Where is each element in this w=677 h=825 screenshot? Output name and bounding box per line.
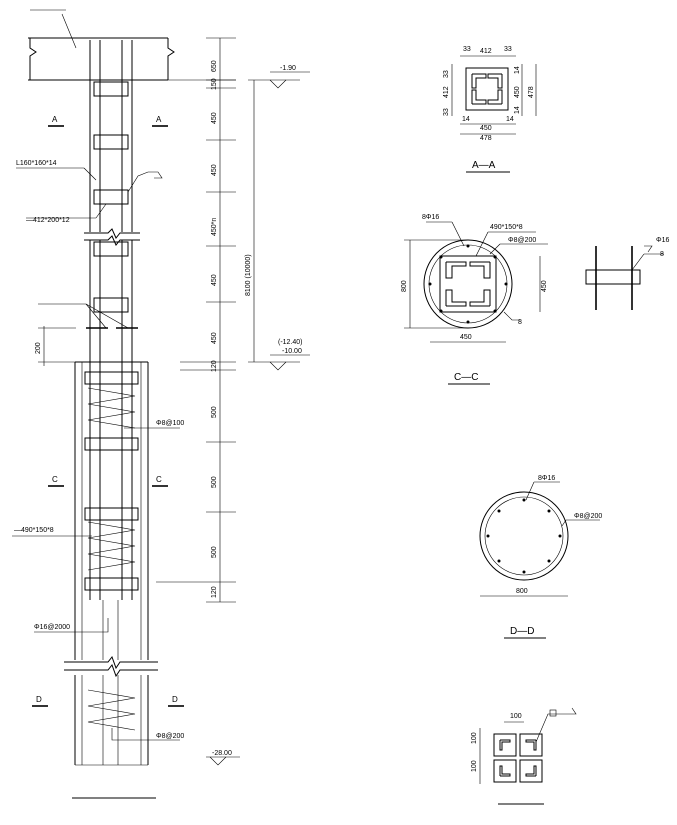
section-mark-d-right: D bbox=[172, 695, 178, 704]
elevation-view: A A C C D D L160*160*14 —412*200*12 bbox=[12, 9, 310, 799]
band-label: —490*150*8 bbox=[14, 527, 54, 534]
dim-120-b: 120 bbox=[211, 586, 218, 598]
dim-120-a: 120 bbox=[211, 360, 218, 372]
cc-dim-450v: 450 bbox=[541, 280, 548, 292]
dim-450n: 450*n bbox=[211, 218, 218, 236]
cc-title: C—C bbox=[454, 372, 478, 383]
dim-200: 200 bbox=[35, 342, 42, 354]
dim-150: 150 bbox=[211, 78, 218, 90]
dim-500-b: 500 bbox=[211, 476, 218, 488]
section-mark-c-right: C bbox=[156, 475, 162, 484]
aa-dim-left-33b: 33 bbox=[443, 108, 450, 116]
cc-spiral-label: Φ8@200 bbox=[508, 237, 536, 244]
dim-overall: 8100 (10000) bbox=[245, 254, 252, 296]
side-detail: Φ16 8 bbox=[585, 237, 669, 310]
cc-dim-800: 800 bbox=[401, 280, 408, 292]
cc-weld: 8 bbox=[518, 319, 522, 326]
dd-dim-800: 800 bbox=[516, 588, 528, 595]
callouts: L160*160*14 —412*200*12 Φ8@100 —490*150*… bbox=[12, 160, 184, 741]
section-aa: 33 412 33 33 412 33 14 450 14 478 14 450… bbox=[443, 46, 537, 173]
aa-title: A—A bbox=[472, 160, 496, 171]
cc-dim-450h: 450 bbox=[460, 334, 472, 341]
dim-450-b: 450 bbox=[211, 164, 218, 176]
level-bottom: -28.00 bbox=[212, 750, 232, 757]
section-mark-a-right: A bbox=[156, 115, 162, 124]
level-top: -1.90 bbox=[280, 65, 296, 72]
aa-dim-bot-478: 478 bbox=[480, 135, 492, 142]
dim-650: 650 bbox=[211, 60, 218, 72]
aa-dim-right-14b: 14 bbox=[514, 106, 521, 114]
aa-dim-top-33a: 33 bbox=[463, 46, 471, 53]
detail-dim-100b: 100 bbox=[471, 732, 478, 744]
level-mid: -10.00 bbox=[282, 348, 302, 355]
bar-label: Φ16@2000 bbox=[34, 624, 70, 631]
dd-title: D—D bbox=[510, 626, 534, 637]
plate-label: —412*200*12 bbox=[26, 217, 70, 224]
section-mark-c-left: C bbox=[52, 475, 58, 484]
side-bar-label: Φ16 bbox=[656, 237, 669, 244]
dd-spiral-label: Φ8@200 bbox=[574, 513, 602, 520]
section-dd: 8Φ16 Φ8@200 800 D—D bbox=[479, 475, 602, 639]
dim-450-d: 450 bbox=[211, 274, 218, 286]
dim-500-a: 500 bbox=[211, 406, 218, 418]
section-cc: 8Φ16 490*150*8 Φ8@200 8 800 450 450 C—C bbox=[401, 214, 548, 385]
dimension-chain: 650 150 450 450 450*n 450 450 120 500 50… bbox=[35, 37, 300, 603]
detail-dim-100a: 100 bbox=[510, 713, 522, 720]
dim-500-c: 500 bbox=[211, 546, 218, 558]
aa-dim-right-478: 478 bbox=[528, 86, 535, 98]
cc-bars-label: 8Φ16 bbox=[422, 214, 439, 221]
aa-dim-top-412: 412 bbox=[480, 48, 492, 55]
steel-column bbox=[84, 40, 140, 600]
section-marks: A A C C D D bbox=[32, 115, 184, 707]
aa-dim-left-33a: 33 bbox=[443, 70, 450, 78]
section-mark-d-left: D bbox=[36, 695, 42, 704]
spiral1-label: Φ8@100 bbox=[156, 420, 184, 427]
top-slab bbox=[28, 9, 236, 81]
level-markers: -1.90 (-12.40) -10.00 -28.00 bbox=[206, 65, 310, 766]
aa-dim-right-14a: 14 bbox=[514, 66, 521, 74]
aa-dim-right-450: 450 bbox=[514, 86, 521, 98]
concrete-pile bbox=[64, 361, 158, 766]
level-mid-paren: (-12.40) bbox=[278, 339, 303, 346]
cc-band-label: 490*150*8 bbox=[490, 224, 523, 231]
aa-dim-top-33b: 33 bbox=[504, 46, 512, 53]
dd-bars-label: 8Φ16 bbox=[538, 475, 555, 482]
spiral2-label: Φ8@200 bbox=[156, 733, 184, 740]
section-mark-a-left: A bbox=[52, 115, 58, 124]
detail-dim-100c: 100 bbox=[471, 760, 478, 772]
aa-dim-bot-450: 450 bbox=[480, 125, 492, 132]
dim-450-a: 450 bbox=[211, 112, 218, 124]
dim-450-e: 450 bbox=[211, 332, 218, 344]
aa-dim-bot-14a: 14 bbox=[462, 116, 470, 123]
aa-dim-left-412: 412 bbox=[443, 86, 450, 98]
angle-detail: 100 100 100 bbox=[471, 707, 577, 805]
angle-label: L160*160*14 bbox=[16, 160, 57, 167]
side-weld: 8 bbox=[660, 251, 664, 258]
aa-dim-bot-14b: 14 bbox=[506, 116, 514, 123]
